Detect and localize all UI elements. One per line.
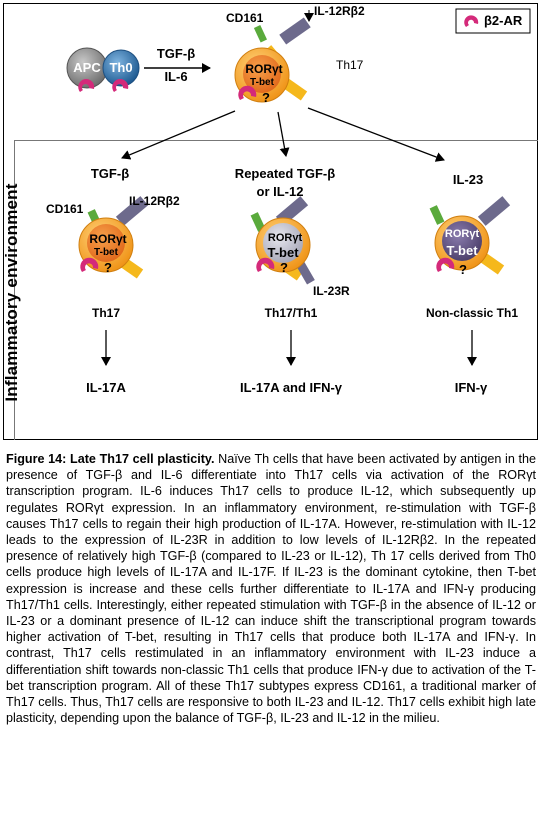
middle-cell-tbet: T-bet — [267, 245, 299, 260]
right-stimulus: IL-23 — [452, 172, 484, 187]
top-th17-cell-icon — [234, 17, 311, 103]
middle-cell-type: Th17/Th1 — [264, 306, 318, 320]
left-cell-tbet: T-bet — [94, 247, 118, 258]
th0-label: Th0 — [109, 60, 133, 75]
middle-question-mark: ? — [280, 260, 288, 275]
left-output: IL-17A — [86, 380, 126, 395]
left-stimulus: TGF-β — [90, 166, 130, 181]
left-th17-cell-icon — [78, 196, 149, 279]
top-stimulus-il6: IL-6 — [164, 69, 188, 84]
middle-cell-rorgt: RORγt — [267, 232, 303, 244]
top-cell-tbet: T-bet — [250, 77, 274, 88]
left-cell-rorgt: RORγt — [89, 232, 127, 246]
right-cell-rorgt: RORγt — [444, 228, 480, 240]
caption-body: Naïve Th cells that have been activated … — [6, 452, 537, 726]
top-il12rb2-label: IL-12Rβ2 — [314, 4, 365, 18]
right-cell-tbet: T-bet — [446, 243, 478, 258]
th0-cell-icon — [102, 49, 140, 87]
figure-caption: Figure 14: Late Th17 cell plasticity. Na… — [6, 451, 536, 726]
apc-label: APC — [73, 60, 101, 75]
middle-th17-th1-cell-icon — [250, 196, 315, 285]
b2ar-th0-icon — [112, 79, 129, 92]
diagram-graphics — [66, 8, 531, 366]
diagram-frame — [3, 3, 538, 440]
inflammatory-region — [14, 140, 538, 440]
middle-stimulus-line2: or IL-12 — [256, 184, 304, 199]
left-question-mark: ? — [104, 260, 112, 275]
branch-arrow-middle — [277, 111, 290, 157]
top-stimulus-tgfb: TGF-β — [156, 46, 196, 61]
right-question-mark: ? — [459, 262, 467, 277]
middle-receptor-label: IL-23R — [313, 284, 350, 298]
left-cell-type: Th17 — [91, 306, 121, 320]
caption-title: Figure 14: Late Th17 cell plasticity. — [6, 452, 215, 466]
legend-label: β2-AR — [484, 13, 523, 28]
legend-b2ar-icon — [455, 8, 531, 34]
top-question-mark: ? — [262, 90, 270, 105]
b2ar-apc-icon — [78, 79, 95, 92]
left-receptor-label: IL-12Rβ2 — [129, 194, 180, 208]
top-cell-rorgt: RORγt — [245, 62, 283, 76]
middle-stimulus-line1: Repeated TGF-β — [234, 166, 336, 181]
branch-arrow-left — [121, 110, 236, 160]
right-output: IFN-γ — [454, 380, 488, 395]
top-cell-type: Th17 — [336, 58, 364, 72]
branch-arrow-right — [307, 107, 445, 162]
top-cd161-label: CD161 — [226, 11, 264, 25]
left-cd161-label: CD161 — [46, 202, 84, 216]
right-non-classic-th1-cell-icon — [429, 196, 511, 275]
right-cell-type: Non-classic Th1 — [425, 306, 519, 320]
middle-output: IL-17A and IFN-γ — [239, 380, 343, 395]
legend: β2-AR — [456, 9, 530, 33]
